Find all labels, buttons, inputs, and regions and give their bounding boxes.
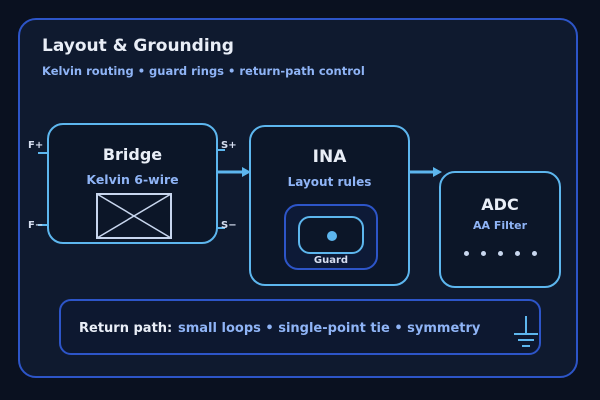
- bridge-title: Bridge: [102, 145, 163, 164]
- guard-node-icon: [327, 231, 337, 241]
- sample-dot: [531, 251, 537, 256]
- adc-sample-dots: [441, 241, 559, 260]
- sample-dot: [480, 251, 486, 256]
- return-path-text: small loops • single-point tie • symmetr…: [178, 321, 481, 336]
- adc-title: ADC: [481, 195, 519, 214]
- diagram-subtitle: Kelvin routing • guard rings • return-pa…: [42, 64, 365, 78]
- bridge-subtitle: Kelvin 6-wire: [86, 172, 179, 187]
- diagram-title: Layout & Grounding: [42, 36, 234, 56]
- guard-label: Guard: [313, 255, 349, 266]
- guard-ring: Guard: [284, 204, 378, 270]
- ground-icon: [514, 316, 538, 347]
- pin-s-minus: S−: [221, 220, 237, 231]
- pin-f-minus: F−: [28, 220, 44, 231]
- sample-dot: [463, 251, 469, 256]
- bridge-to-ina-arrow: [242, 167, 251, 177]
- sample-dot: [514, 251, 520, 256]
- ina-subtitle: Layout rules: [287, 175, 372, 189]
- pin-f-plus: F+: [28, 140, 44, 151]
- sample-dot: [497, 251, 503, 256]
- bridge-block: Bridge Kelvin 6-wire: [47, 123, 218, 244]
- guard-trace: [298, 216, 364, 254]
- adc-block: ADC AA Filter: [439, 171, 561, 288]
- return-path-bar: Return path: small loops • single-point …: [59, 299, 541, 355]
- adc-subtitle: AA Filter: [472, 219, 528, 232]
- ina-title: INA: [312, 147, 347, 167]
- pin-s-plus: S+: [221, 140, 237, 151]
- ina-to-adc-arrow: [433, 167, 442, 177]
- return-path-label: Return path:: [79, 321, 173, 336]
- bridge-element-icon: [96, 193, 172, 239]
- ina-block: INA Layout rules Guard: [249, 125, 410, 286]
